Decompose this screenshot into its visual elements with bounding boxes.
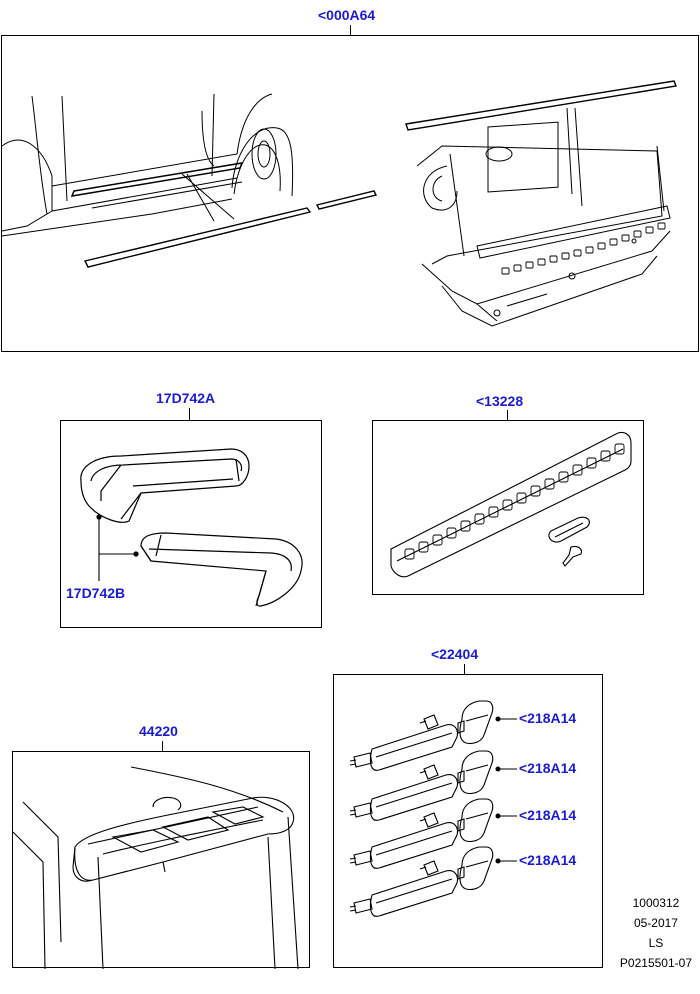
leader-mirror-cover-top [189, 408, 191, 421]
callout-door-handles[interactable]: <22404 [431, 646, 479, 662]
callout-spoiler[interactable]: 44220 [139, 723, 178, 739]
spoiler-illustration [13, 752, 311, 969]
meta-date: 05-2017 [633, 916, 678, 930]
panel-mirror-covers [60, 420, 322, 628]
leader-top-strip [350, 25, 352, 35]
meta-block: 1000312 05-2017 LS P0215501-07 [620, 893, 692, 973]
protector-screw [563, 546, 581, 566]
spoiler-body [75, 797, 294, 880]
rear-wheel [234, 145, 280, 194]
mirror-covers-illustration [61, 421, 323, 629]
mirror-cover-upper [81, 449, 249, 522]
meta-code: 1000312 [632, 896, 680, 910]
leader-door-handles [464, 664, 466, 675]
loose-moulding-short [317, 191, 376, 209]
callout-top-strip[interactable]: <000A64 [318, 7, 376, 23]
panel-spoiler [12, 751, 310, 968]
panel-door-handles [333, 674, 603, 968]
tailgate-body [417, 146, 662, 264]
loose-moulding-long [85, 208, 310, 267]
callout-handle-cover-1[interactable]: <218A14 [519, 710, 577, 726]
bumper-step [477, 206, 670, 258]
moulding-on-body [72, 163, 242, 196]
panel-side-mouldings [1, 35, 699, 352]
side-mouldings-illustration [2, 36, 700, 353]
callout-handle-cover-3[interactable]: <218A14 [519, 807, 577, 823]
tailgate-top-strip [406, 81, 676, 130]
number-plate-recess [488, 122, 558, 192]
callout-handle-cover-2[interactable]: <218A14 [519, 760, 577, 776]
door-handle-set-1 [349, 700, 494, 771]
leader-spoiler [162, 741, 164, 751]
bumper-protector-slots [502, 223, 665, 274]
door-handles-illustration [349, 700, 604, 917]
callout-handle-cover-4[interactable]: <218A14 [519, 852, 577, 868]
meta-model: LS [648, 936, 664, 950]
panel-bumper-protector [372, 420, 644, 595]
car-side-body [2, 140, 52, 231]
protector-slots [405, 444, 624, 559]
tail-lamp [424, 166, 457, 210]
leader-bumper-protector [507, 410, 509, 421]
protector-clip [549, 517, 590, 542]
badge [486, 147, 512, 161]
meta-ref: P0215501-07 [619, 956, 692, 970]
callout-mirror-cover-top[interactable]: 17D742A [156, 390, 216, 406]
callout-mirror-cover-bottom[interactable]: 17D742B [66, 585, 126, 601]
callout-bumper-protector[interactable]: <13228 [476, 393, 524, 409]
bumper-protector-plate [391, 432, 631, 576]
mirror-cover-lower [141, 533, 302, 606]
bumper-protector-illustration [373, 421, 645, 596]
